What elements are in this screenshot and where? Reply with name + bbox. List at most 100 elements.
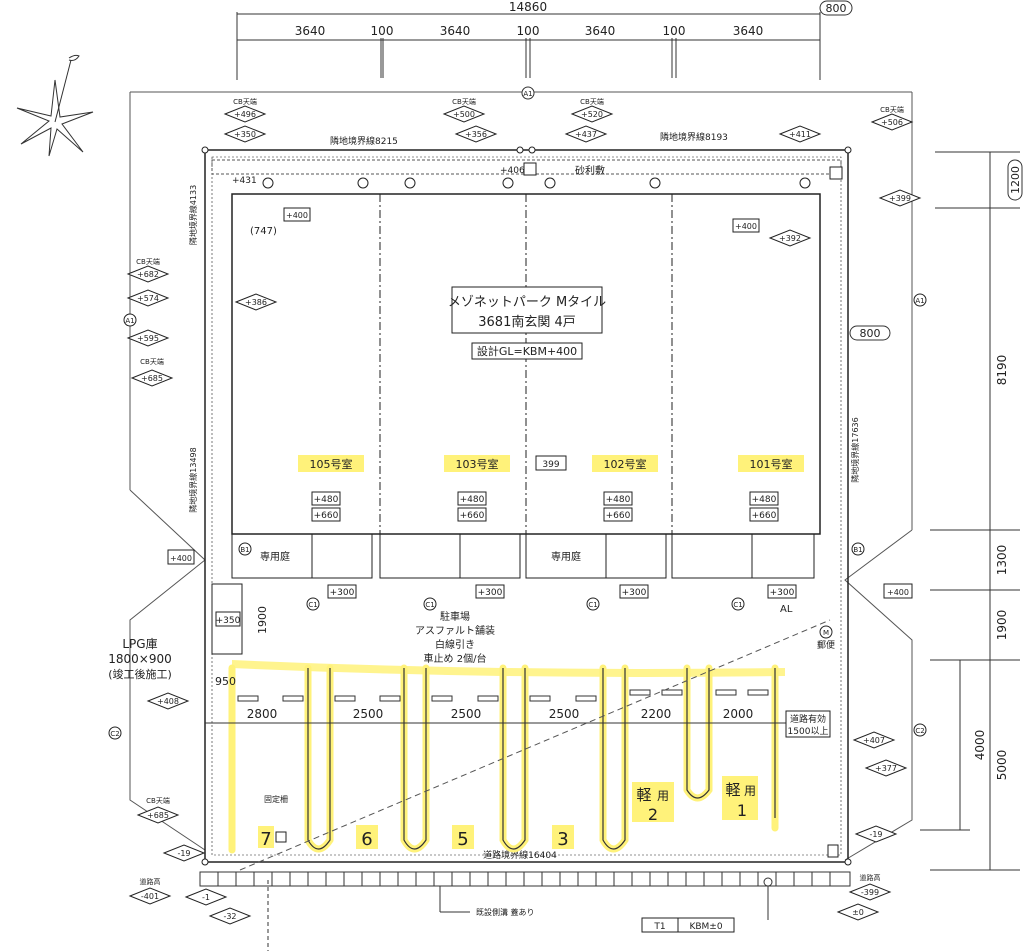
svg-text:軽: 軽 [636, 786, 651, 804]
top-dimensions: 14860 800 3640 100 3640 100 3640 100 364… [236, 0, 853, 80]
elev-386: +386 [245, 298, 267, 307]
setback-line [239, 619, 831, 871]
svg-text:+300: +300 [770, 588, 795, 598]
parking-spec: 駐車場 アスファルト舗装 白線引き 車止め 2個/台 [415, 610, 495, 665]
svg-text:1: 1 [737, 801, 747, 820]
section-markers: C1 C1 C1 C1 B1 B1 A1 A1 C2 C2 M [108, 293, 927, 740]
svg-text:-401: -401 [141, 892, 159, 901]
right-dimensions [920, 151, 1020, 871]
unit-105-highlight [298, 455, 364, 472]
svg-text:+377: +377 [875, 764, 897, 773]
road-gutter [199, 871, 851, 951]
corner-pins [201, 146, 852, 866]
road-effective-label: 道路有効 [790, 713, 826, 725]
svg-text:-1: -1 [202, 893, 210, 902]
svg-text:+660: +660 [460, 511, 485, 521]
svg-text:1800×900: 1800×900 [108, 652, 172, 666]
svg-text:CB天端: CB天端 [233, 97, 257, 106]
step-labels: +480 +660 +480 +660 +480 +660 +480 +660 [311, 491, 779, 522]
elev-400-top-left: +400 [286, 211, 308, 220]
dim-747: (747) [250, 226, 277, 237]
parking-stall-lines [307, 668, 776, 850]
top-segment-1: 3640 [295, 24, 326, 38]
elev-399-center: 399 [542, 460, 559, 470]
svg-text:LPG庫: LPG庫 [122, 637, 157, 651]
right-8190-label: 8190 [995, 355, 1009, 386]
svg-text:+400: +400 [887, 588, 909, 597]
svg-text:±0: ±0 [852, 908, 864, 917]
svg-text:アスファルト舗装: アスファルト舗装 [415, 624, 495, 637]
svg-text:3: 3 [557, 829, 568, 850]
svg-text:+480: +480 [606, 495, 631, 505]
svg-text:(竣工後施工): (竣工後施工) [108, 667, 172, 681]
right-1300-label: 1300 [995, 545, 1009, 576]
wheel-stops [237, 689, 769, 702]
svg-text:用: 用 [744, 784, 756, 798]
svg-text:C1: C1 [308, 601, 317, 609]
kbm-value: KBM±0 [689, 922, 722, 932]
svg-text:+437: +437 [575, 130, 597, 139]
svg-text:+574: +574 [137, 294, 159, 303]
north-arrow-icon [16, 54, 94, 157]
yard-row [231, 533, 815, 579]
right-markers: +399 +400 +392 800 +400 +407 +377 -19 道路… [732, 189, 922, 921]
boundary-bottom: 道路境界線16404 [483, 849, 557, 861]
svg-text:2200: 2200 [641, 707, 672, 721]
svg-text:+480: +480 [314, 495, 339, 505]
overall-width-label: 14860 [509, 0, 547, 14]
svg-text:2: 2 [648, 805, 658, 824]
axis-A1-top: A1 [523, 90, 532, 98]
top-cb-markers: CB天端 +496 +350 CB天端 +500 +356 CB天端 +520 … [223, 97, 914, 143]
svg-text:6: 6 [361, 829, 372, 850]
svg-text:+660: +660 [606, 511, 631, 521]
site-outline [129, 91, 913, 861]
svg-text:A1: A1 [125, 317, 134, 325]
gutter-label: 既設側溝 蓋あり [476, 907, 535, 917]
svg-text:道路高: 道路高 [860, 873, 881, 882]
svg-text:5: 5 [457, 829, 468, 850]
svg-text:白線引き: 白線引き [435, 638, 475, 651]
unit-102-label: 102号室 [604, 457, 647, 471]
elev-406: +406 [500, 166, 525, 176]
svg-text:C1: C1 [588, 601, 597, 609]
top-segment-4: 100 [517, 24, 540, 38]
left-markers: CB天端 +682 +574 +595 CB天端 +685 +400 +408 … [126, 207, 311, 925]
svg-text:駐車場: 駐車場 [440, 610, 470, 623]
svg-text:+300: +300 [478, 588, 503, 598]
kbm-t1: T1 [653, 922, 665, 932]
svg-text:M: M [823, 629, 829, 637]
svg-text:2000: 2000 [723, 707, 754, 721]
svg-text:CB天端: CB天端 [452, 97, 476, 106]
dim-1900-left: 1900 [256, 606, 269, 634]
top-segment-6: 100 [663, 24, 686, 38]
svg-text:CB天端: CB天端 [580, 97, 604, 106]
svg-text:-399: -399 [861, 888, 879, 897]
boundary-left-lower: 隣地境界線13498 [188, 447, 198, 512]
top-segment-2: 100 [371, 24, 394, 38]
svg-text:+400: +400 [735, 222, 757, 231]
svg-text:用: 用 [657, 789, 669, 803]
svg-text:+480: +480 [752, 495, 777, 505]
property-boundary [204, 149, 849, 863]
bollard-label: 固定柵 [264, 794, 288, 804]
building-title-2: 3681南玄関 4戸 [478, 314, 576, 330]
svg-text:+300: +300 [622, 588, 647, 598]
parking-highlight-band [232, 660, 785, 677]
boundary-left-upper: 隣地境界線4133 [188, 185, 198, 245]
svg-text:2500: 2500 [549, 707, 580, 721]
svg-text:+300: +300 [330, 588, 355, 598]
svg-text:車止め 2個/台: 車止め 2個/台 [424, 652, 487, 665]
svg-text:C2: C2 [915, 727, 924, 735]
design-gl: 設計GL=KBM+400 [477, 344, 577, 358]
top-segment-3: 3640 [440, 24, 471, 38]
svg-text:-32: -32 [223, 912, 236, 921]
svg-text:道路高: 道路高 [140, 877, 161, 886]
slot-numbers: 7 6 5 3 軽 用 2 軽 用 1 [258, 776, 758, 850]
svg-text:C1: C1 [733, 601, 742, 609]
svg-text:A1: A1 [915, 297, 924, 305]
svg-text:+682: +682 [137, 270, 159, 279]
svg-text:B1: B1 [240, 546, 249, 554]
svg-text:2500: 2500 [353, 707, 384, 721]
svg-text:+356: +356 [465, 130, 487, 139]
svg-text:+480: +480 [460, 495, 485, 505]
